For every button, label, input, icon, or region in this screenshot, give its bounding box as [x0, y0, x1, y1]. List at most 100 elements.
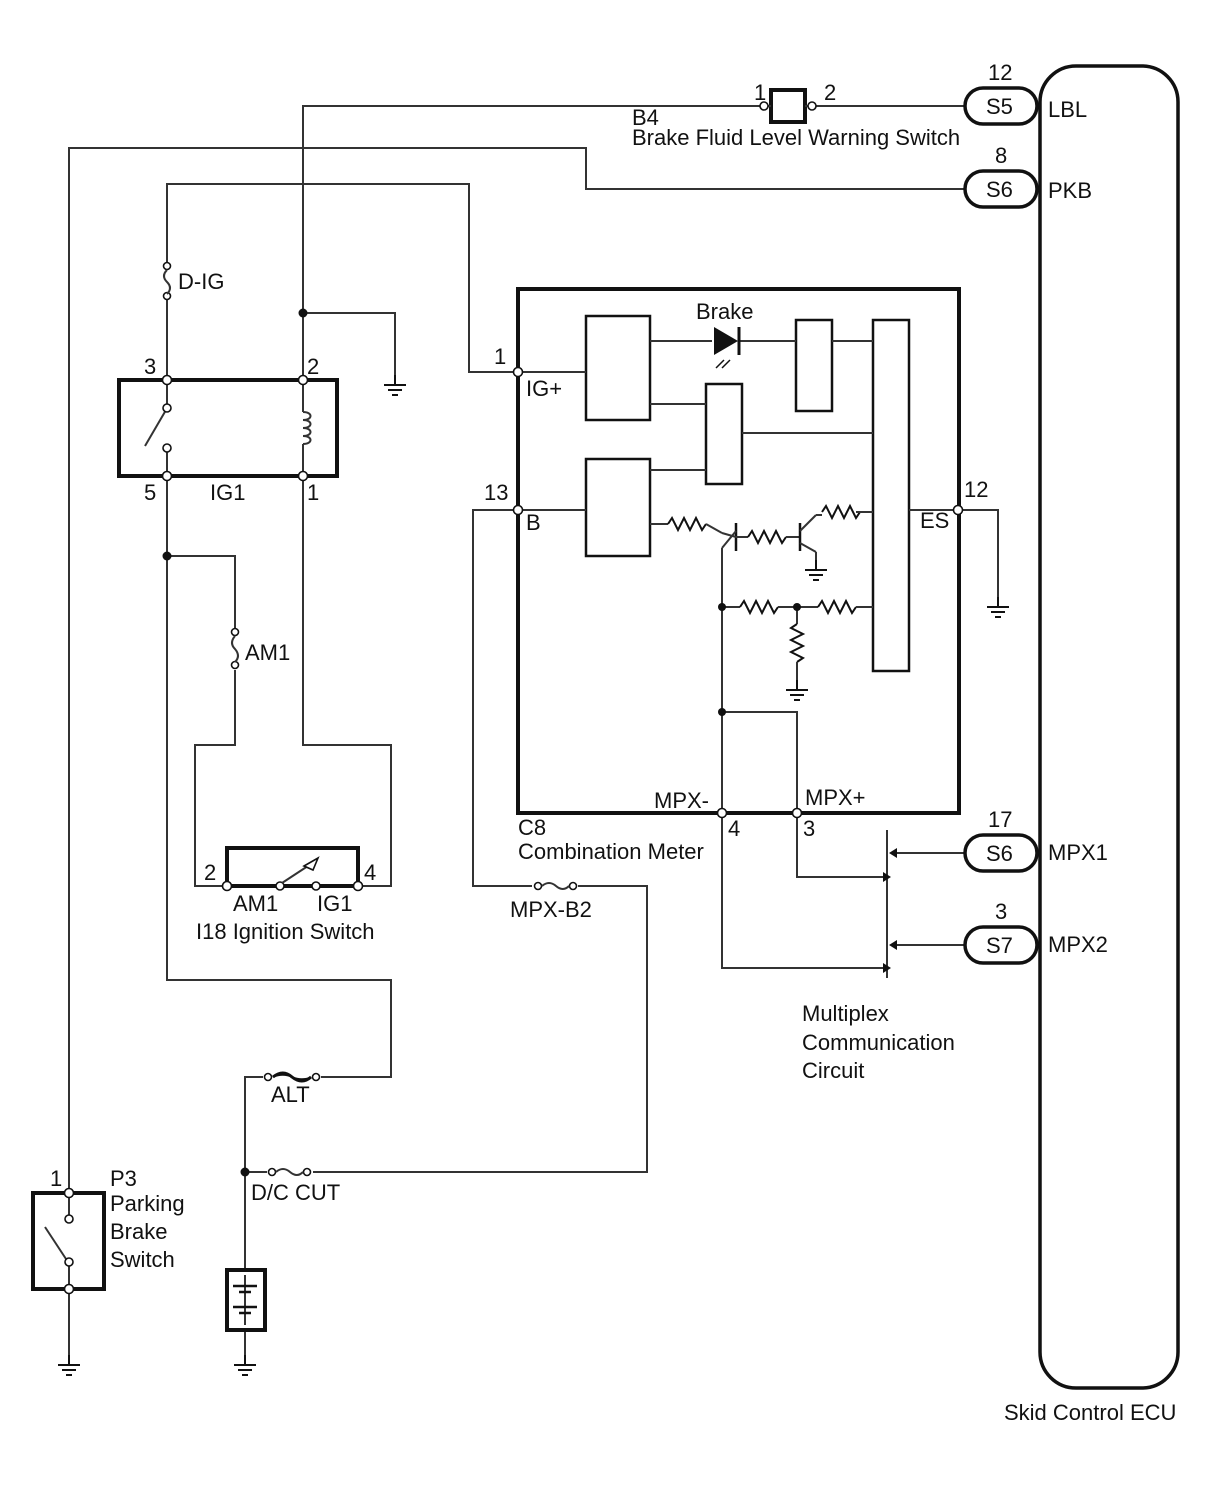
- pb-pin1-label: 1: [50, 1166, 62, 1191]
- fuse-mpxb2: MPX-B2: [510, 877, 592, 922]
- meter-igplus-label: IG+: [526, 376, 562, 401]
- skid-control-ecu: Skid Control ECU S5 12 LBL S6 8 PKB S6 1…: [963, 60, 1180, 1425]
- fuse-mpxb2-label: MPX-B2: [510, 897, 592, 922]
- pb-line2-label: Brake: [110, 1219, 167, 1244]
- b4-pin2-label: 2: [824, 80, 836, 105]
- mux-arrow-mpxplus: [883, 872, 891, 882]
- meter-pin12-label: 12: [964, 477, 988, 502]
- combination-meter: Brake: [484, 287, 988, 864]
- connector-s5-label: S5: [986, 94, 1013, 119]
- mux-arrow-mpxminus: [883, 963, 891, 973]
- junction-dot: [240, 1167, 250, 1177]
- ignition-switch: 2 4 AM1 IG1 I18 Ignition Switch: [196, 846, 376, 944]
- wire-relay-pin1: [302, 476, 392, 887]
- connector-s6-bottom-label: S6: [986, 841, 1013, 866]
- meter-block-ig: [584, 314, 652, 422]
- wire-mpxplus: [796, 813, 883, 878]
- fuse-am1: AM1: [226, 627, 290, 670]
- meter-pin4-label: 4: [728, 816, 740, 841]
- ign-name-label: I18 Ignition Switch: [196, 919, 375, 944]
- relay-pin5-label: 5: [144, 480, 156, 505]
- b4-code-label: B4: [632, 105, 659, 130]
- fuse-dccut: D/C CUT: [251, 1163, 340, 1205]
- meter-pin1-label: 1: [494, 344, 506, 369]
- meter-block-b: [584, 457, 652, 558]
- junction-dot: [162, 551, 172, 561]
- fuse-dccut-label: D/C CUT: [251, 1180, 340, 1205]
- wire-igplus: [166, 183, 518, 380]
- ecu-pin17-label: 17: [988, 807, 1012, 832]
- meter-block-cpu: [871, 318, 911, 673]
- meter-code-label: C8: [518, 815, 546, 840]
- connector-s7: [963, 925, 1039, 965]
- fuse-am1-label: AM1: [245, 640, 290, 665]
- pb-code-label: P3: [110, 1166, 137, 1191]
- meter-mpxminus-label: MPX-: [654, 788, 709, 813]
- brake-fluid-switch: 1 2 B4 Brake Fluid Level Warning Switch: [632, 80, 960, 150]
- pb-line3-label: Switch: [110, 1247, 175, 1272]
- wire-alt: [244, 1076, 267, 1270]
- meter-brake-label: Brake: [696, 299, 753, 324]
- connector-s5: [963, 86, 1039, 126]
- ign-pin4-label: 4: [364, 860, 376, 885]
- mux-label-line1: Multiplex: [802, 1001, 889, 1026]
- signal-lbl-label: LBL: [1048, 97, 1087, 122]
- wire-b4-to-ig: [302, 105, 758, 380]
- fuse-alt: ALT: [263, 1068, 321, 1107]
- ground-symbol: [986, 596, 1010, 618]
- fuse-dig-label: D-IG: [178, 269, 224, 294]
- mux-arrow-mpx1: [889, 848, 897, 858]
- mux-arrow-mpx2: [889, 940, 897, 950]
- wire-pkb: [68, 147, 965, 1193]
- meter-es-label: ES: [920, 508, 949, 533]
- signal-mpx1-label: MPX1: [1048, 840, 1108, 865]
- fuse-dig: D-IG: [158, 261, 224, 301]
- wires: [68, 105, 999, 1355]
- relay-pin2-label: 2: [307, 354, 319, 379]
- ign-am1-label: AM1: [233, 891, 278, 916]
- fuse-alt-label: ALT: [271, 1082, 310, 1107]
- mux-label-line3: Circuit: [802, 1058, 864, 1083]
- meter-name-label: Combination Meter: [518, 839, 704, 864]
- ecu-pin3-label: 3: [995, 899, 1007, 924]
- brake-led-icon: [714, 327, 738, 355]
- relay-pin3-label: 3: [144, 354, 156, 379]
- battery-icon: [225, 1268, 267, 1332]
- meter-pin3-label: 3: [803, 816, 815, 841]
- ground-symbol: [233, 1354, 257, 1376]
- ecu-pin12-label: 12: [988, 60, 1012, 85]
- signal-pkb-label: PKB: [1048, 178, 1092, 203]
- connector-s6-top: [963, 169, 1039, 209]
- wire-mpxminus: [721, 813, 883, 969]
- meter-mpxplus-label: MPX+: [805, 785, 866, 810]
- wire-relay-pin5: [166, 476, 392, 1078]
- connector-s7-label: S7: [986, 933, 1013, 958]
- wire-am1: [167, 555, 236, 887]
- connector-s6-top-label: S6: [986, 177, 1013, 202]
- ecu-name-label: Skid Control ECU: [1004, 1400, 1176, 1425]
- ig1-relay: 3 2 5 1 IG1: [117, 354, 339, 505]
- pb-line1-label: Parking: [110, 1191, 185, 1216]
- ecu-pin8-label: 8: [995, 143, 1007, 168]
- ignition-key-icon: [302, 856, 320, 872]
- wire-es: [958, 509, 999, 597]
- ground-symbol: [57, 1354, 81, 1376]
- meter-pin13-label: 13: [484, 480, 508, 505]
- b4-pin1-label: 1: [754, 80, 766, 105]
- signal-mpx2-label: MPX2: [1048, 932, 1108, 957]
- b4-name-label: Brake Fluid Level Warning Switch: [632, 125, 960, 150]
- parking-brake-switch: 1 P3 Parking Brake Switch: [31, 1166, 185, 1295]
- ign-pin2-label: 2: [204, 860, 216, 885]
- mux-label-line2: Communication: [802, 1030, 955, 1055]
- meter-block-driver: [794, 318, 834, 413]
- ground-symbol: [383, 374, 407, 396]
- meter-block-regulator: [704, 382, 744, 486]
- relay-pin1-label: 1: [307, 480, 319, 505]
- connector-s6-bottom: [963, 833, 1039, 873]
- junction-dot: [298, 308, 308, 318]
- relay-name-label: IG1: [210, 480, 245, 505]
- ign-ig1-label: IG1: [317, 891, 352, 916]
- wire-ground-tap: [303, 312, 396, 375]
- meter-b-label: B: [526, 510, 541, 535]
